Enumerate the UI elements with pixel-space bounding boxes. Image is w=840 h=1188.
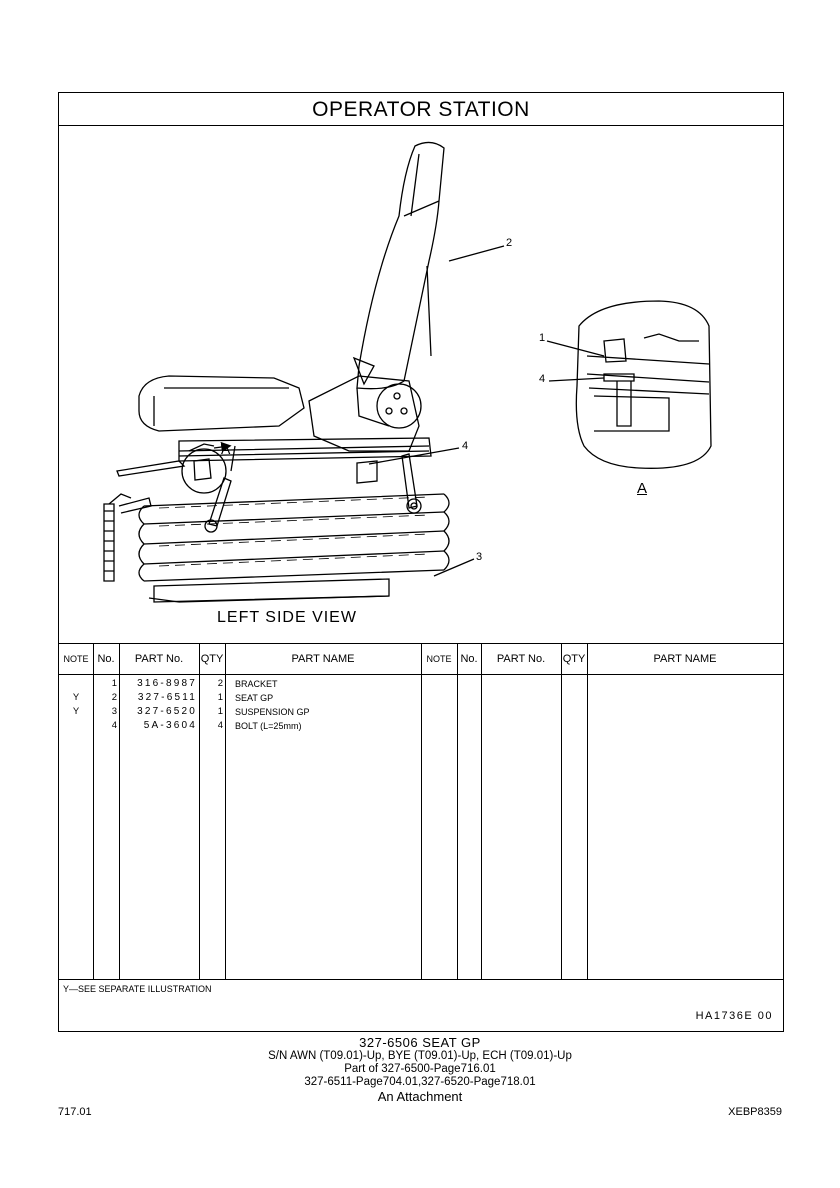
- header-part-no-2: PART No.: [496, 653, 546, 665]
- table-row: Y 3 327-6520 1 SUSPENSION GP: [59, 704, 421, 720]
- row-part-name: BOLT (L=25mm): [235, 721, 302, 731]
- column-divider: [119, 644, 120, 979]
- header-part-no: PART No.: [134, 653, 184, 665]
- header-qty: QTY: [200, 653, 224, 665]
- column-divider: [421, 644, 422, 979]
- row-no: 1: [111, 678, 117, 689]
- row-part-no: 5A-3604: [143, 720, 197, 731]
- sheet-title: OPERATOR STATION: [59, 93, 783, 126]
- parts-sheet-frame: OPERATOR STATION: [58, 92, 784, 1032]
- row-qty: 2: [217, 678, 223, 689]
- caption-serial: S/N AWN (T09.01)-Up, BYE (T09.01)-Up, EC…: [268, 1050, 572, 1062]
- row-part-name: BRACKET: [235, 679, 278, 689]
- header-no-2: No.: [460, 653, 478, 665]
- column-divider: [561, 644, 562, 979]
- header-no: No.: [97, 653, 115, 665]
- caption-attachment: An Attachment: [377, 1089, 463, 1104]
- column-divider: [93, 644, 94, 979]
- row-no: 2: [111, 692, 117, 703]
- column-divider: [587, 644, 588, 979]
- callout-3: 3: [476, 551, 483, 563]
- document-code: XEBP8359: [728, 1106, 782, 1118]
- callout-1: 1: [539, 332, 546, 344]
- row-note: Y: [72, 706, 80, 717]
- row-qty: 4: [217, 720, 223, 731]
- callout-a: A: [221, 441, 231, 457]
- view-label: LEFT SIDE VIEW: [217, 609, 357, 626]
- drawing-code: HA1736E 00: [695, 1010, 773, 1022]
- header-note: NOTE: [63, 654, 89, 664]
- callout-2: 2: [506, 237, 513, 249]
- detail-view-label: A: [637, 480, 648, 497]
- separate-illustration-note: Y—SEE SEPARATE ILLUSTRATION: [63, 984, 212, 994]
- row-part-no: 316-8987: [137, 678, 197, 689]
- row-qty: 1: [217, 692, 223, 703]
- column-divider: [457, 644, 458, 979]
- table-row: 1 316-8987 2 BRACKET: [59, 676, 421, 692]
- seat-line-drawing: [103, 141, 712, 603]
- column-divider: [199, 644, 200, 979]
- header-qty-2: QTY: [562, 653, 586, 665]
- row-no: 3: [111, 706, 117, 717]
- row-part-name: SUSPENSION GP: [235, 707, 310, 717]
- parts-table: NOTE No. PART No. QTY PART NAME NOTE No.…: [59, 643, 783, 979]
- footnote-area: Y—SEE SEPARATE ILLUSTRATION HA1736E 00: [59, 979, 783, 1031]
- table-row: 4 5A-3604 4 BOLT (L=25mm): [59, 718, 421, 734]
- header-part-name: PART NAME: [291, 653, 355, 665]
- row-part-no: 327-6511: [137, 692, 197, 703]
- caption-title: 327-6506 SEAT GP: [359, 1035, 481, 1050]
- header-divider: [59, 674, 783, 675]
- seat-illustration: 2 1 4 4 3 A LEFT SIDE VIEW A: [59, 126, 783, 643]
- table-row: Y 2 327-6511 1 SEAT GP: [59, 690, 421, 706]
- row-part-name: SEAT GP: [235, 693, 274, 703]
- caption-part-of: Part of 327-6500-Page716.01: [344, 1063, 496, 1075]
- row-note: Y: [72, 692, 80, 703]
- page-number: 717.01: [58, 1106, 92, 1118]
- row-qty: 1: [217, 706, 223, 717]
- row-part-no: 327-6520: [137, 706, 197, 717]
- caption-pages: 327-6511-Page704.01,327-6520-Page718.01: [304, 1076, 536, 1088]
- row-no: 4: [111, 720, 117, 731]
- header-part-name-2: PART NAME: [653, 653, 717, 665]
- header-note-2: NOTE: [426, 654, 452, 664]
- column-divider: [481, 644, 482, 979]
- callout-4-detail: 4: [539, 373, 546, 385]
- column-divider: [225, 644, 226, 979]
- callout-4: 4: [462, 440, 469, 452]
